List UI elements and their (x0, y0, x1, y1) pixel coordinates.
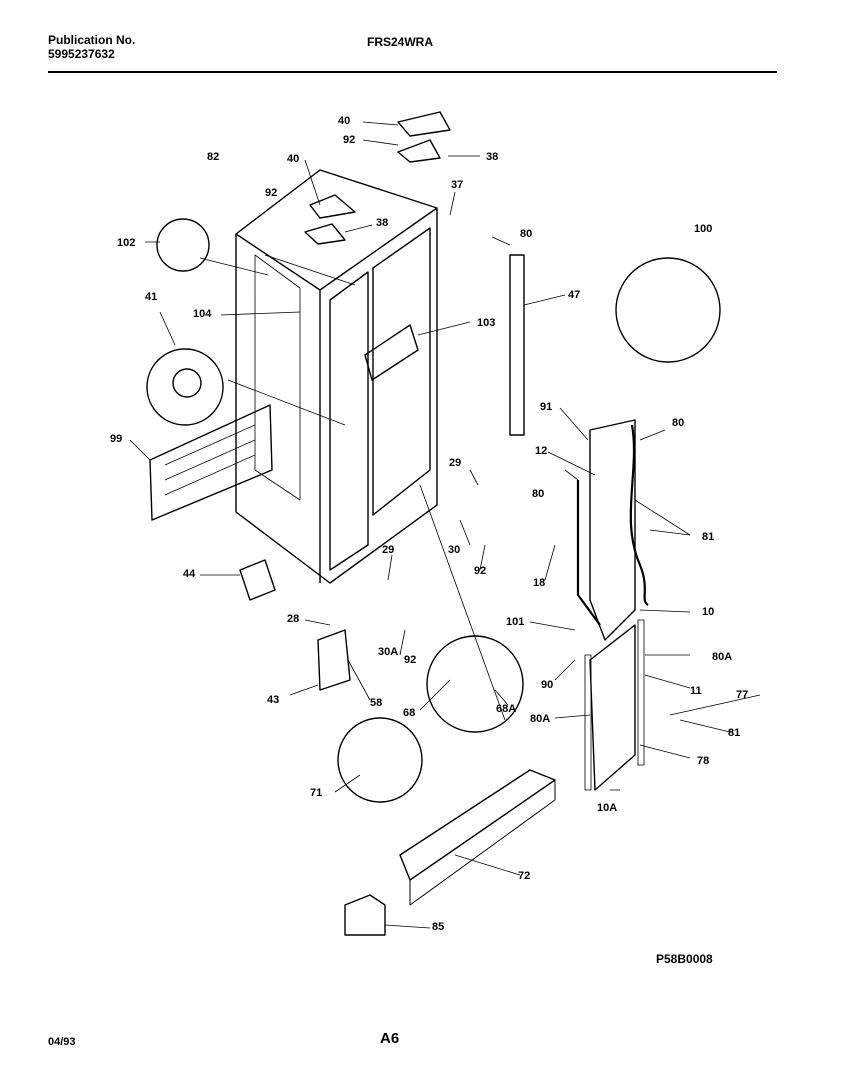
callout-92: 92 (343, 134, 355, 146)
callout-81: 81 (702, 531, 714, 543)
detail-circle-100 (615, 257, 721, 363)
callout-99: 99 (110, 433, 122, 445)
callout-85: 85 (432, 921, 444, 933)
callout-10: 10 (702, 606, 714, 618)
callout-12: 12 (535, 445, 547, 457)
lower-hinge (317, 629, 351, 691)
detail-circle-71 (337, 717, 423, 803)
footer-page: A6 (380, 1030, 400, 1047)
cabinet-body (235, 169, 438, 584)
callout-92: 92 (474, 565, 486, 577)
callout-82: 82 (207, 151, 219, 163)
callout-43: 43 (267, 694, 279, 706)
callout-72: 72 (518, 870, 530, 882)
publication-number: 5995237632 (48, 47, 115, 61)
callout-30a: 30A (378, 646, 398, 658)
callout-80: 80 (532, 488, 544, 500)
callout-104: 104 (193, 308, 212, 320)
callout-41: 41 (145, 291, 157, 303)
callout-58: 58 (370, 697, 382, 709)
header-rule (48, 71, 777, 73)
callout-77: 77 (736, 689, 748, 701)
callout-80a: 80A (712, 651, 732, 663)
top-hinge (397, 139, 441, 163)
callout-47: 47 (568, 289, 580, 301)
callout-68: 68 (403, 707, 415, 719)
callout-10a: 10A (597, 802, 617, 814)
heat-exchanger-plate (589, 419, 636, 641)
detail-circle-68 (426, 635, 524, 733)
callout-78: 78 (697, 755, 709, 767)
cabinet-front-edge (235, 233, 321, 583)
toe-grille (399, 769, 556, 881)
callout-68a: 68A (496, 703, 516, 715)
lower-panel (589, 624, 636, 791)
callout-80: 80 (520, 228, 532, 240)
callout-28: 28 (287, 613, 299, 625)
publication-label: Publication No. (48, 33, 136, 47)
callout-38: 38 (376, 217, 388, 229)
mullion-channel (509, 254, 525, 436)
callout-101: 101 (506, 616, 524, 628)
callout-92: 92 (404, 654, 416, 666)
lower-hinge-bracket (239, 559, 276, 601)
callout-38: 38 (486, 151, 498, 163)
refrigerant-tube (629, 424, 649, 606)
callout-80a: 80A (530, 713, 550, 725)
callout-92: 92 (265, 187, 277, 199)
callout-103: 103 (477, 317, 495, 329)
callout-18: 18 (533, 577, 545, 589)
rear-grille (149, 404, 273, 521)
callout-91: 91 (540, 401, 552, 413)
callout-40: 40 (287, 153, 299, 165)
callout-44: 44 (183, 568, 196, 580)
callout-40: 40 (338, 115, 350, 127)
drawing-code: P58B0008 (656, 952, 713, 966)
callout-71: 71 (310, 787, 322, 799)
callout-90: 90 (541, 679, 553, 691)
callout-37: 37 (451, 179, 463, 191)
callout-30: 30 (448, 544, 460, 556)
grille-clip (344, 894, 386, 936)
footer-date: 04/93 (48, 1036, 76, 1048)
callout-81: 81 (728, 727, 740, 739)
callout-11: 11 (690, 685, 702, 697)
callout-29: 29 (382, 544, 394, 556)
detail-circle-102 (156, 218, 210, 272)
detail-circle-41 (146, 348, 224, 426)
callout-102: 102 (117, 237, 135, 249)
callout-labels: 40 92 38 82 40 37 92 38 102 80 100 47 41 104 103 99 91 12… (110, 115, 748, 933)
callout-80: 80 (672, 417, 684, 429)
top-hinge-cover (397, 111, 451, 137)
model-number: FRS24WRA (367, 35, 434, 49)
callout-100: 100 (694, 223, 712, 235)
door-stop (364, 324, 419, 381)
callout-29: 29 (449, 457, 461, 469)
